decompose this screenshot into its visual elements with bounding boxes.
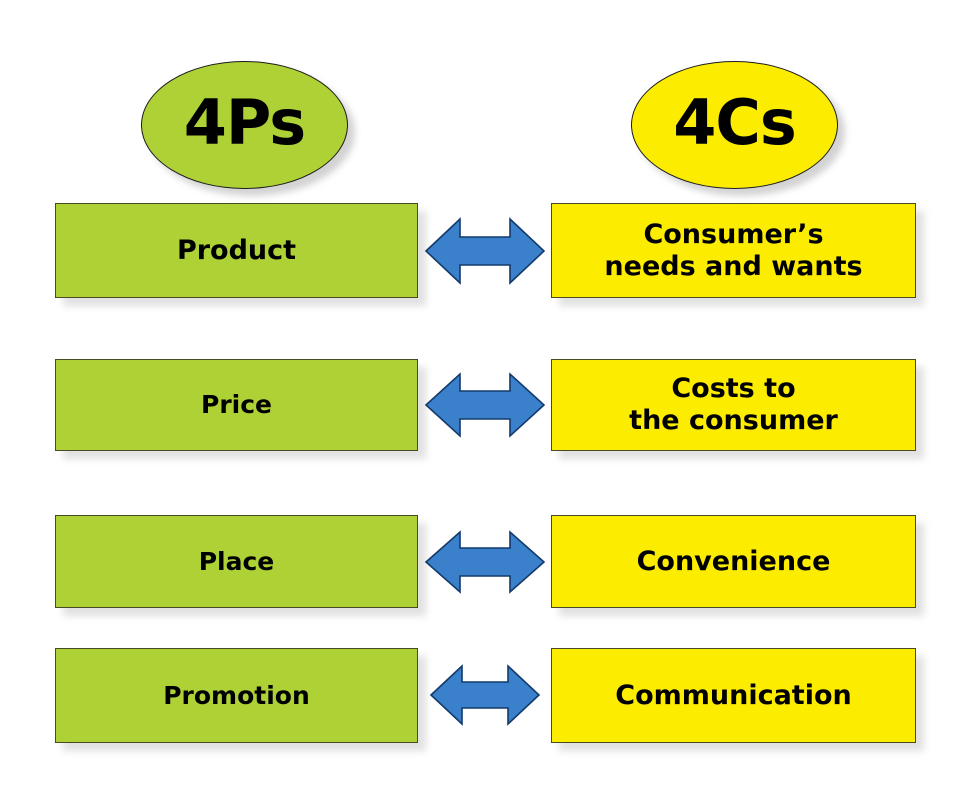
c-box-label: Convenience	[636, 545, 831, 577]
heading-ellipse-4cs: 4Cs	[631, 61, 838, 189]
p-box-place: Place	[55, 515, 418, 608]
c-box-label-line2: the consumer	[629, 405, 838, 436]
double-headed-arrow-icon	[424, 369, 546, 441]
p-box-promotion: Promotion	[55, 648, 418, 743]
double-headed-arrow-icon	[429, 661, 541, 729]
c-box-costs-to-the-consumer: Costs to the consumer	[551, 359, 916, 451]
c-box-label: Communication	[615, 679, 852, 711]
c-box-label: Consumer’s needs and wants	[594, 219, 872, 283]
c-box-label-line1: Consumer’s	[643, 218, 824, 250]
heading-label-4cs: 4Cs	[673, 86, 797, 159]
heading-ellipse-4ps: 4Ps	[141, 61, 348, 189]
p-box-label: Place	[198, 546, 275, 576]
p-box-product: Product	[55, 203, 418, 298]
c-box-consumer-needs-and-wants: Consumer’s needs and wants	[551, 203, 916, 298]
c-box-communication: Communication	[551, 648, 916, 743]
p-box-label: Promotion	[163, 680, 310, 710]
p-box-label: Product	[176, 234, 297, 266]
p-box-label: Price	[201, 390, 272, 420]
c-box-label-line2: needs and wants	[604, 250, 863, 282]
p-box-price: Price	[55, 359, 418, 451]
double-headed-arrow-icon	[424, 527, 546, 597]
c-box-label-line1: Costs to	[671, 373, 796, 405]
heading-label-4ps: 4Ps	[183, 86, 306, 159]
c-box-label: Costs to the consumer	[619, 373, 848, 437]
double-headed-arrow-icon	[424, 214, 546, 288]
c-box-convenience: Convenience	[551, 515, 916, 608]
